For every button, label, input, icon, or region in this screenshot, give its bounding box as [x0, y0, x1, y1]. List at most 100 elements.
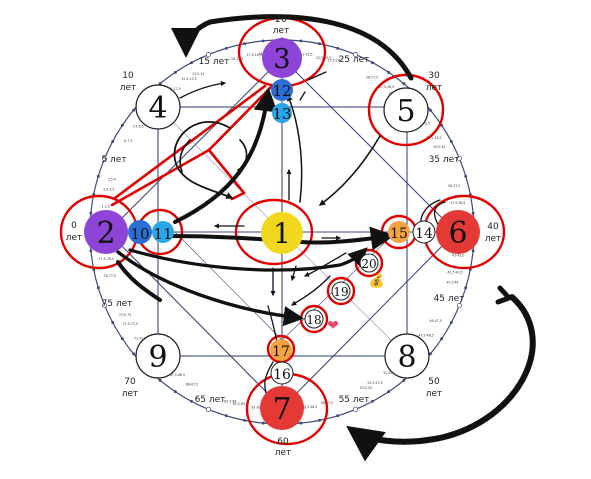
- node-16-label: 16: [273, 367, 291, 383]
- tick-label: 33,5-34: [433, 145, 445, 149]
- tick-dot: [299, 421, 303, 425]
- tick-label: 66-67,5: [186, 383, 198, 387]
- age-label-10: 10: [122, 71, 134, 81]
- node-17-label: 17: [272, 344, 290, 360]
- tick-dot: [96, 286, 100, 290]
- tick-dot: [456, 155, 462, 162]
- node-7-label: 7: [272, 392, 291, 427]
- tick-dot: [158, 378, 162, 382]
- tick-dot: [132, 108, 136, 112]
- tick-dot: [120, 337, 124, 341]
- tick-dot: [89, 211, 93, 215]
- age-label-60-unit: лет: [275, 448, 292, 458]
- tick-label: 61-62,5: [251, 405, 263, 409]
- tick-dot: [190, 61, 193, 65]
- tick-label: 27,5-28,5: [379, 85, 394, 89]
- age-label-15: 15 лет: [199, 57, 230, 67]
- tick-dot: [371, 61, 374, 65]
- age-label-35: 35 лет: [429, 155, 460, 165]
- age-label-0: 0: [71, 221, 77, 231]
- tick-label: 21-22,5: [300, 53, 312, 57]
- tick-label: 36-37,5: [448, 184, 460, 188]
- tick-label: 43,5-44: [446, 281, 458, 285]
- age-label-50-unit: лет: [426, 389, 443, 399]
- tick-label: 73,5-74: [119, 313, 131, 317]
- tick-label: 67,5-68,5: [170, 373, 185, 377]
- node-1-label: 1: [273, 217, 291, 250]
- tick-dot: [243, 418, 246, 422]
- tick-dot: [464, 286, 468, 290]
- tick-dot: [387, 70, 391, 74]
- age-label-75: 75 лет: [102, 299, 133, 309]
- tick-label: 63,5-64: [224, 399, 236, 403]
- age-label-60: 60: [277, 437, 289, 447]
- age-label-70: 70: [124, 377, 136, 387]
- tick-label: 1-2,5: [102, 205, 110, 209]
- tick-dot: [449, 140, 453, 143]
- tick-dot: [336, 414, 340, 418]
- node-9-label: 9: [148, 340, 167, 375]
- age-label-25: 25 лет: [339, 55, 370, 65]
- age-label-20: 20: [275, 15, 287, 25]
- tick-label: 11-12,5: [168, 87, 180, 91]
- tick-label: 26-27,5: [366, 75, 378, 79]
- matrix-nodes: 4 5 9 8 3 12 13 2 10 11 1 15 14: [84, 38, 480, 430]
- tick-label: 46-47,5: [429, 319, 441, 323]
- tick-dot: [402, 378, 406, 382]
- node-2-label: 2: [96, 216, 115, 251]
- node-5-label: 5: [396, 94, 415, 129]
- tick-dot: [190, 399, 193, 403]
- tick-dot: [352, 406, 359, 412]
- node-8-label: 8: [397, 340, 416, 375]
- tick-label: 42,5-43,5: [447, 271, 462, 275]
- node-20-label: 20: [361, 257, 376, 271]
- tick-dot: [440, 337, 444, 341]
- tick-label: 2,5-3,5: [103, 187, 114, 191]
- tick-dot: [111, 321, 115, 324]
- node-4-label: 4: [148, 91, 167, 126]
- tick-dot: [102, 155, 108, 162]
- node-11-label: 11: [153, 225, 172, 243]
- tick-dot: [352, 52, 359, 58]
- age-label-30: 30: [428, 71, 440, 81]
- tick-label: 52,5-53,5: [367, 381, 382, 385]
- node-14-label: 14: [415, 226, 433, 242]
- tick-label: 3,5-4: [108, 177, 116, 181]
- node-6-label: 6: [448, 216, 467, 251]
- node-3-label: 3: [273, 44, 290, 75]
- node-12-label: 12: [272, 82, 291, 100]
- node-13-label: 13: [272, 105, 291, 123]
- tick-dot: [336, 46, 340, 50]
- tick-dot: [158, 82, 162, 86]
- age-label-0-unit: лет: [66, 233, 83, 243]
- tick-label: 17,5-18,5: [247, 53, 262, 57]
- tick-dot: [318, 42, 321, 46]
- tick-dot: [224, 46, 228, 50]
- node-18-label: 18: [306, 313, 321, 327]
- node-19-label: 19: [333, 285, 348, 299]
- tick-dot: [449, 321, 453, 324]
- tick-label: 13,5-14: [192, 72, 204, 76]
- tick-label: 47,5-48,5: [418, 334, 433, 338]
- age-label-40: 40: [487, 222, 499, 232]
- tick-dot: [318, 418, 321, 422]
- flow-arrows: [116, 14, 536, 462]
- age-label-20-unit: лет: [273, 26, 290, 36]
- age-label-30-unit: лет: [426, 83, 443, 93]
- tick-label: 16-17,5: [231, 57, 243, 61]
- age-label-45: 45 лет: [434, 294, 465, 304]
- tick-dot: [456, 302, 462, 309]
- age-label-65: 65 лет: [195, 395, 226, 405]
- tick-dot: [173, 390, 177, 394]
- age-label-40-unit: лет: [485, 234, 502, 244]
- age-label-50: 50: [428, 377, 440, 387]
- tick-label: 23,5-24: [328, 59, 340, 63]
- tick-label: 62,5-63,5: [233, 402, 248, 406]
- tick-dot: [173, 70, 177, 74]
- tick-label: 71-72,5: [134, 336, 146, 340]
- tick-dot: [402, 82, 406, 86]
- tick-label: 32,5-33,5: [426, 136, 441, 140]
- tick-label: 41-42,5: [452, 253, 464, 257]
- tick-label: 53,5-54: [360, 386, 372, 390]
- age-label-5: 5 лет: [101, 155, 126, 165]
